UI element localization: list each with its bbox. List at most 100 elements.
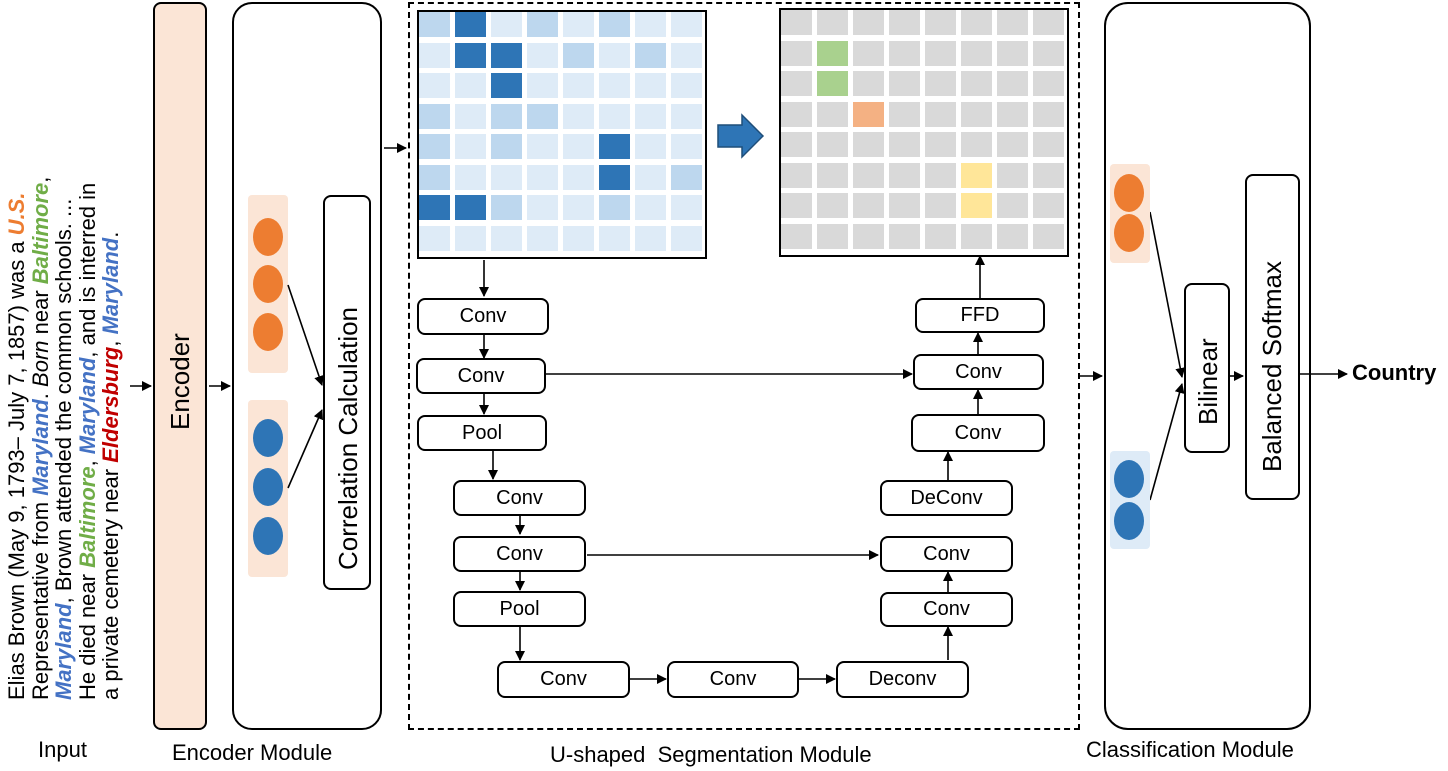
matrix-cell: [635, 73, 666, 98]
grid-cell: [997, 40, 1028, 66]
grid-cell: [925, 162, 956, 188]
unet-deconv-1: Deconv: [836, 661, 969, 698]
grid-cell: [853, 101, 884, 127]
matrix-cell: [635, 134, 666, 159]
matrix-cell: [671, 12, 702, 37]
grid-cell: [925, 101, 956, 127]
grid-cell: [781, 132, 812, 157]
unet-pool-2: Pool: [453, 591, 586, 627]
grid-cell: [817, 10, 848, 35]
grid-cell: [817, 162, 848, 188]
matrix-cell: [455, 134, 486, 159]
matrix-cell: [419, 12, 450, 37]
matrix-cell: [563, 12, 594, 37]
grid-cell: [925, 40, 956, 66]
grid-cell: [853, 193, 884, 218]
grid-cell: [817, 223, 848, 249]
matrix-cell: [563, 164, 594, 190]
matrix-cell: [491, 103, 522, 129]
grid-cell: [817, 40, 848, 66]
matrix-cell: [455, 195, 486, 220]
grid-cell: [889, 10, 920, 35]
matrix-cell: [635, 164, 666, 190]
unet-conv-3: Conv: [453, 480, 586, 516]
grid-cell: [1033, 101, 1064, 127]
grid-cell: [997, 101, 1028, 127]
matrix-cell: [671, 195, 702, 220]
matrix-cell: [671, 134, 702, 159]
grid-cell: [997, 10, 1028, 35]
grid-cell: [997, 162, 1028, 188]
matrix-cell: [527, 164, 558, 190]
segmentation-module-frame: [408, 2, 1080, 730]
grid-cell: [889, 162, 920, 188]
unet-conv-10: Conv: [913, 354, 1044, 390]
grid-cell: [781, 162, 812, 188]
grid-cell: [997, 71, 1028, 96]
grid-cell: [853, 71, 884, 96]
matrix-cell: [527, 12, 558, 37]
matrix-cell: [419, 195, 450, 220]
grid-cell: [925, 132, 956, 157]
grid-cell: [781, 10, 812, 35]
grid-cell: [1033, 162, 1064, 188]
entity-blue-dot-1: [253, 419, 283, 457]
matrix-cell: [419, 134, 450, 159]
entity-blue-dot-2: [253, 468, 283, 506]
matrix-cell: [563, 195, 594, 220]
tail-entity-dot-2: [1114, 502, 1144, 540]
grid-cell: [1033, 71, 1064, 96]
matrix-cell: [455, 73, 486, 98]
matrix-cell: [491, 73, 522, 98]
matrix-cell: [671, 42, 702, 68]
entity-orange-dot-1: [253, 218, 283, 256]
grid-cell: [889, 132, 920, 157]
matrix-cell: [599, 103, 630, 129]
matrix-cell: [599, 73, 630, 98]
grid-cell: [961, 132, 992, 157]
grid-cell: [1033, 40, 1064, 66]
grid-cell: [961, 40, 992, 66]
unet-conv-1: Conv: [417, 298, 549, 335]
grid-cell: [853, 40, 884, 66]
grid-cell: [817, 193, 848, 218]
matrix-cell: [419, 73, 450, 98]
matrix-cell: [527, 73, 558, 98]
grid-cell: [997, 132, 1028, 157]
matrix-cell: [599, 225, 630, 251]
grid-cell: [853, 223, 884, 249]
matrix-cell: [671, 73, 702, 98]
unet-conv-7: Conv: [880, 592, 1013, 627]
matrix-cell: [671, 164, 702, 190]
grid-cell: [853, 132, 884, 157]
matrix-cell: [671, 103, 702, 129]
matrix-cell: [563, 225, 594, 251]
grid-cell: [781, 223, 812, 249]
segmentation-module-caption: U-shaped Segmentation Module: [550, 742, 872, 767]
grid-cell: [997, 193, 1028, 218]
matrix-cell: [419, 225, 450, 251]
matrix-cell: [527, 134, 558, 159]
unet-conv-8: Conv: [880, 536, 1013, 572]
correlation-box: [323, 195, 371, 590]
entity-blue-dot-3: [253, 517, 283, 555]
matrix-cell: [491, 195, 522, 220]
unet-ffd: FFD: [915, 298, 1045, 333]
matrix-cell: [419, 103, 450, 129]
head-entity-dot-2: [1114, 214, 1144, 252]
grid-cell: [925, 223, 956, 249]
grid-cell: [889, 71, 920, 96]
grid-cell: [889, 101, 920, 127]
matrix-cell: [455, 164, 486, 190]
unet-deconv-2: DeConv: [880, 480, 1013, 516]
unet-conv-4: Conv: [453, 536, 586, 572]
entity-orange-dot-3: [253, 313, 283, 351]
entity-orange-dot-2: [253, 265, 283, 303]
matrix-cell: [563, 73, 594, 98]
grid-cell: [817, 71, 848, 96]
matrix-cell: [491, 12, 522, 37]
matrix-cell: [635, 42, 666, 68]
grid-cell: [781, 101, 812, 127]
grid-cell: [1033, 193, 1064, 218]
grid-cell: [961, 71, 992, 96]
